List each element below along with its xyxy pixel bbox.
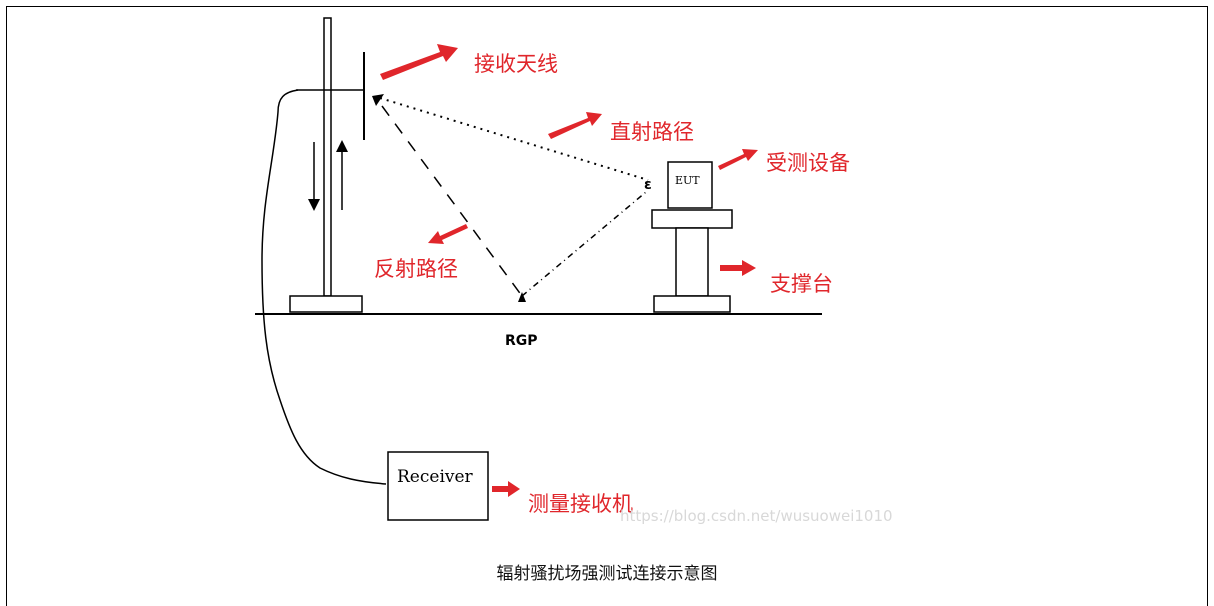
watermark: https://blog.csdn.net/wusuowei1010 [620,507,893,525]
table-base [653,295,731,313]
rgp-point-icon [518,292,526,302]
table-column [675,227,709,297]
reflect-path-incident [381,105,523,297]
eut-box [667,161,713,209]
arrow-receive-antenna [380,44,458,80]
receiver-box-label: Receiver [397,467,474,487]
arrow-receiver-unit [492,481,520,497]
table-top [651,209,733,229]
direct-path-line [379,97,649,181]
arrow-eut-device [718,149,758,170]
antenna-tip-icon [372,94,384,106]
receiver-box [387,451,489,521]
arrow-support-stand [720,260,756,276]
arrow-reflect-path [428,224,468,244]
mast-pole [323,17,332,297]
label-eut-device: 受测设备 [766,151,850,175]
figure-caption: 辐射骚扰场强测试连接示意图 [496,564,718,584]
mast-base [289,295,363,313]
arrow-direct-path [548,112,602,139]
label-reflect-path: 反射路径 [374,257,458,281]
eut-box-label: EUT [675,174,700,187]
figure-frame [6,6,1208,606]
rgp-label: RGP [505,333,538,349]
label-support-stand: 支撑台 [770,272,833,296]
label-direct-path: 直射路径 [610,120,694,144]
reflect-path-outgoing [521,191,647,297]
antenna-cable [261,89,387,485]
emitter-icon: ε [644,177,652,193]
label-receive-antenna: 接收天线 [474,52,558,76]
label-receiver-unit: 测量接收机 [528,492,633,516]
